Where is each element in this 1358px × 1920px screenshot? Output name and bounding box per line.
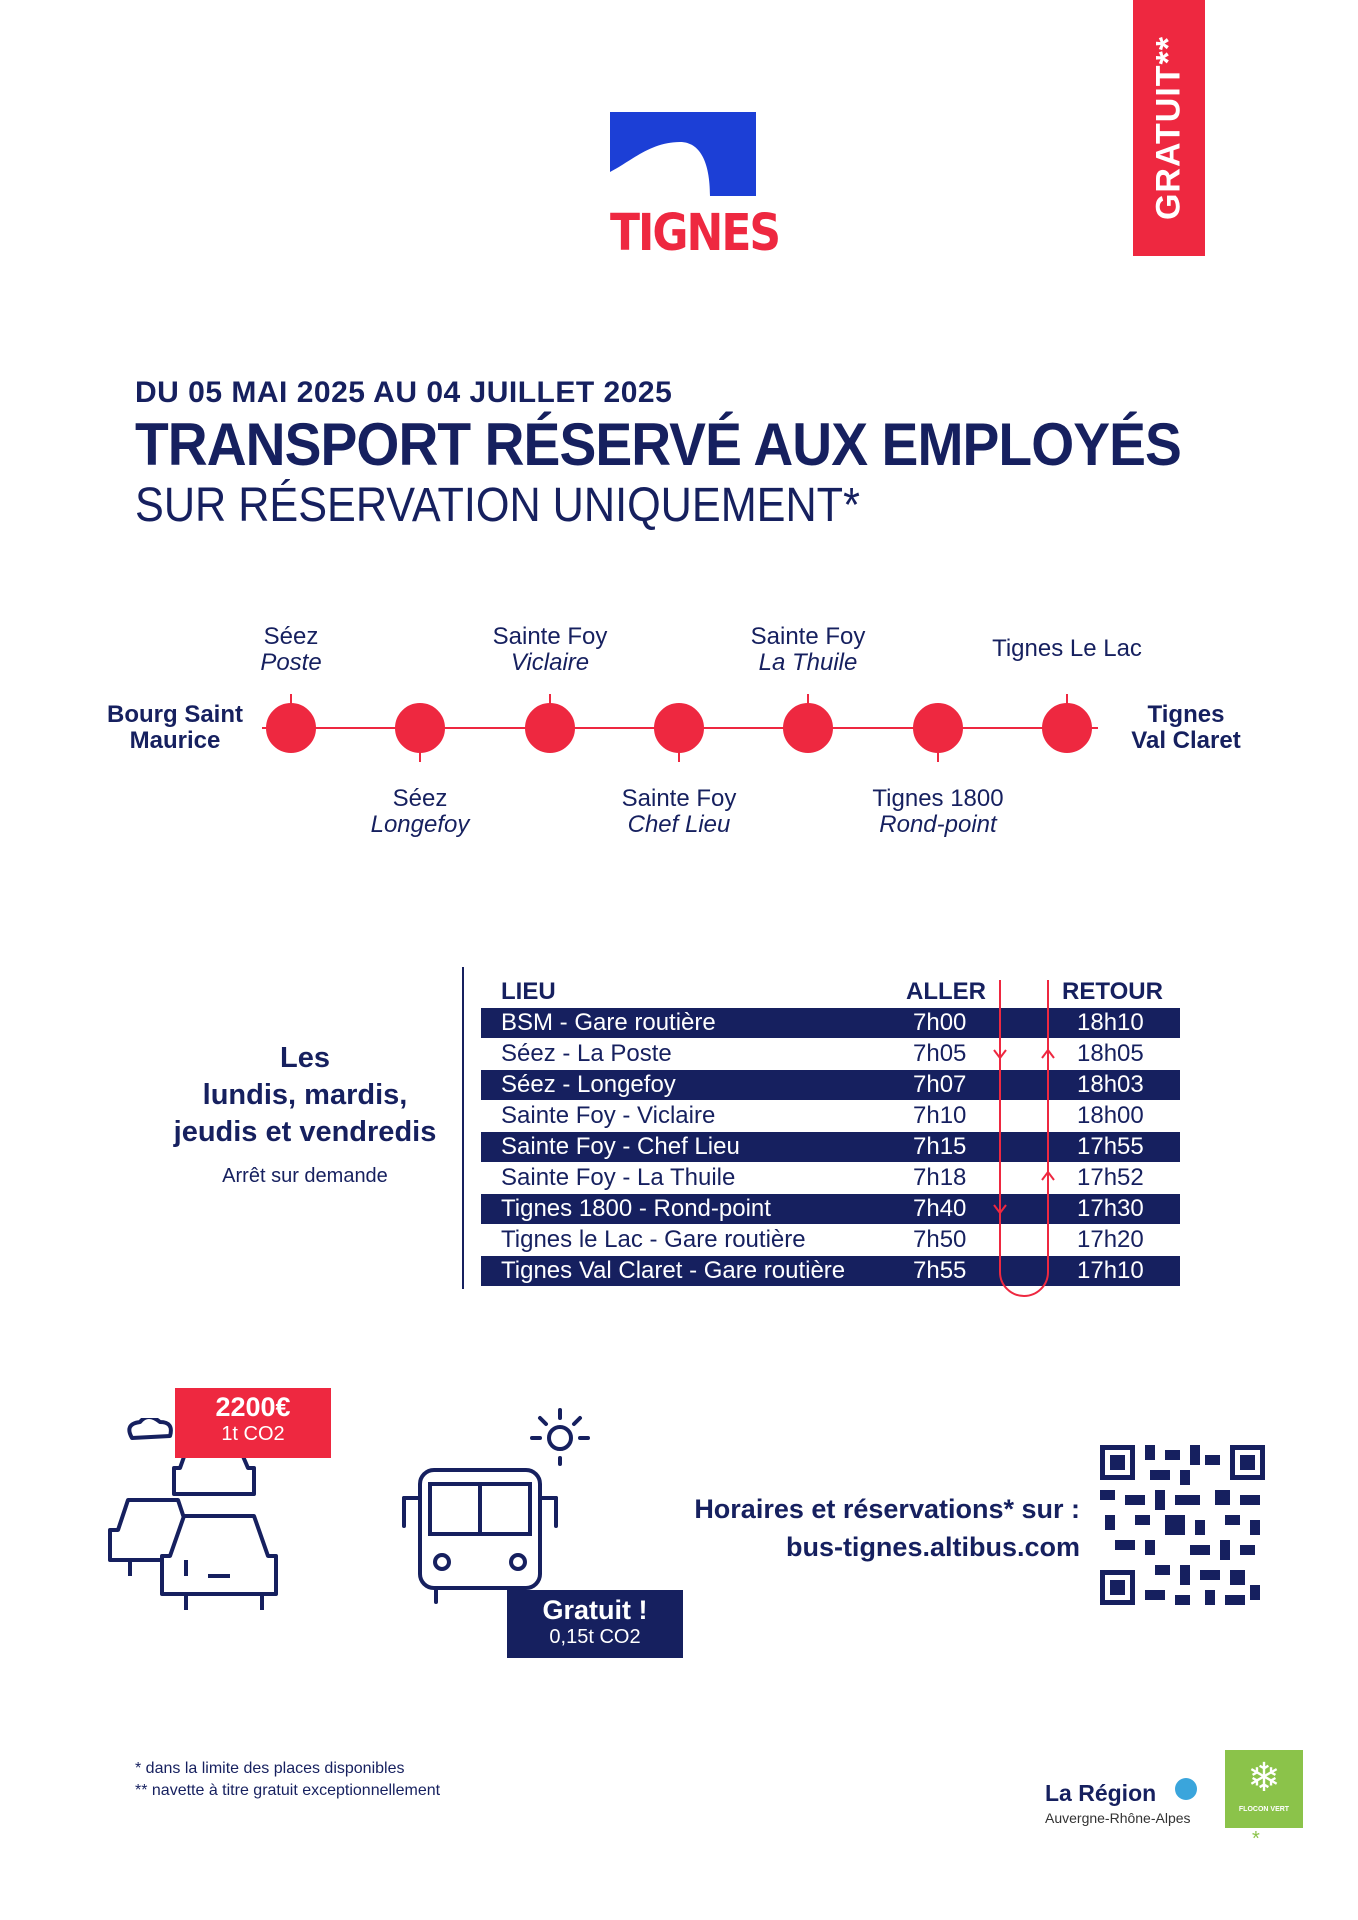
snowflake-icon: ❄: [1247, 1756, 1281, 1800]
stop-dot: [395, 703, 445, 753]
region-logo-icon: [1175, 1778, 1197, 1800]
arrow-up-icon: [1041, 1048, 1055, 1059]
divider: [462, 967, 464, 1289]
arrow-up-icon: [1041, 1170, 1055, 1181]
stop-dot: [654, 703, 704, 753]
route-start: Bourg Saint Maurice: [107, 701, 243, 754]
bus-icon: [402, 1408, 590, 1604]
on-request-note: Arrêt sur demande: [222, 1165, 388, 1187]
stop-dot: [913, 703, 963, 753]
flocon-vert-label: ❄ FLOCON VERT: [1225, 1750, 1303, 1828]
page-subtitle: SUR RÉSERVATION UNIQUEMENT*: [135, 479, 860, 532]
stop-dot: [266, 703, 316, 753]
footnote-1: * dans la limite des places disponibles: [135, 1760, 405, 1777]
stop-dot: [1042, 703, 1092, 753]
date-range: DU 05 MAI 2025 AU 04 JUILLET 2025: [135, 376, 673, 409]
qr-code[interactable]: [1095, 1440, 1270, 1610]
header-back: RETOUR: [1062, 978, 1163, 1005]
header-out: ALLER: [906, 978, 986, 1005]
direction-loop: [993, 980, 1055, 1297]
region-logo-name: La Région: [1045, 1780, 1157, 1806]
route-line: [262, 694, 1098, 762]
arrow-down-icon: [993, 1204, 1007, 1215]
footnote-2: ** navette à titre gratuit exceptionnell…: [135, 1782, 441, 1799]
free-badge-text: GRATUIT**: [1149, 35, 1188, 221]
asterisk-icon: *: [1252, 1828, 1260, 1850]
stop-label: Tignes Le Lac: [992, 635, 1142, 662]
route-end: Tignes Val Claret: [1131, 701, 1241, 754]
free-badge-band: GRATUIT**: [1133, 0, 1205, 256]
page-title: TRANSPORT RÉSERVÉ AUX EMPLOYÉS: [135, 411, 1182, 478]
car-cost-badge: 2200€ 1t CO2: [175, 1388, 331, 1458]
bus-cost-badge: Gratuit ! 0,15t CO2: [507, 1590, 683, 1658]
arrow-down-icon: [993, 1049, 1007, 1060]
header-place: LIEU: [501, 978, 556, 1005]
region-logo-sub: Auvergne-Rhône-Alpes: [1045, 1810, 1191, 1826]
stop-dot: [783, 703, 833, 753]
stop-dot: [525, 703, 575, 753]
route-map: Bourg Saint Maurice Tignes Val Claret Sé…: [0, 620, 1358, 860]
service-days: Les lundis, mardis, jeudis et vendredis …: [150, 1040, 460, 1188]
tignes-logo-text: TIGNES: [610, 204, 781, 263]
tignes-logo-mark: [610, 112, 756, 196]
reservation-cta: Horaires et réservations* sur : bus-tign…: [620, 1490, 1080, 1566]
reservation-link[interactable]: bus-tignes.altibus.com: [785, 1532, 1080, 1562]
cars-icon: [108, 1418, 278, 1610]
